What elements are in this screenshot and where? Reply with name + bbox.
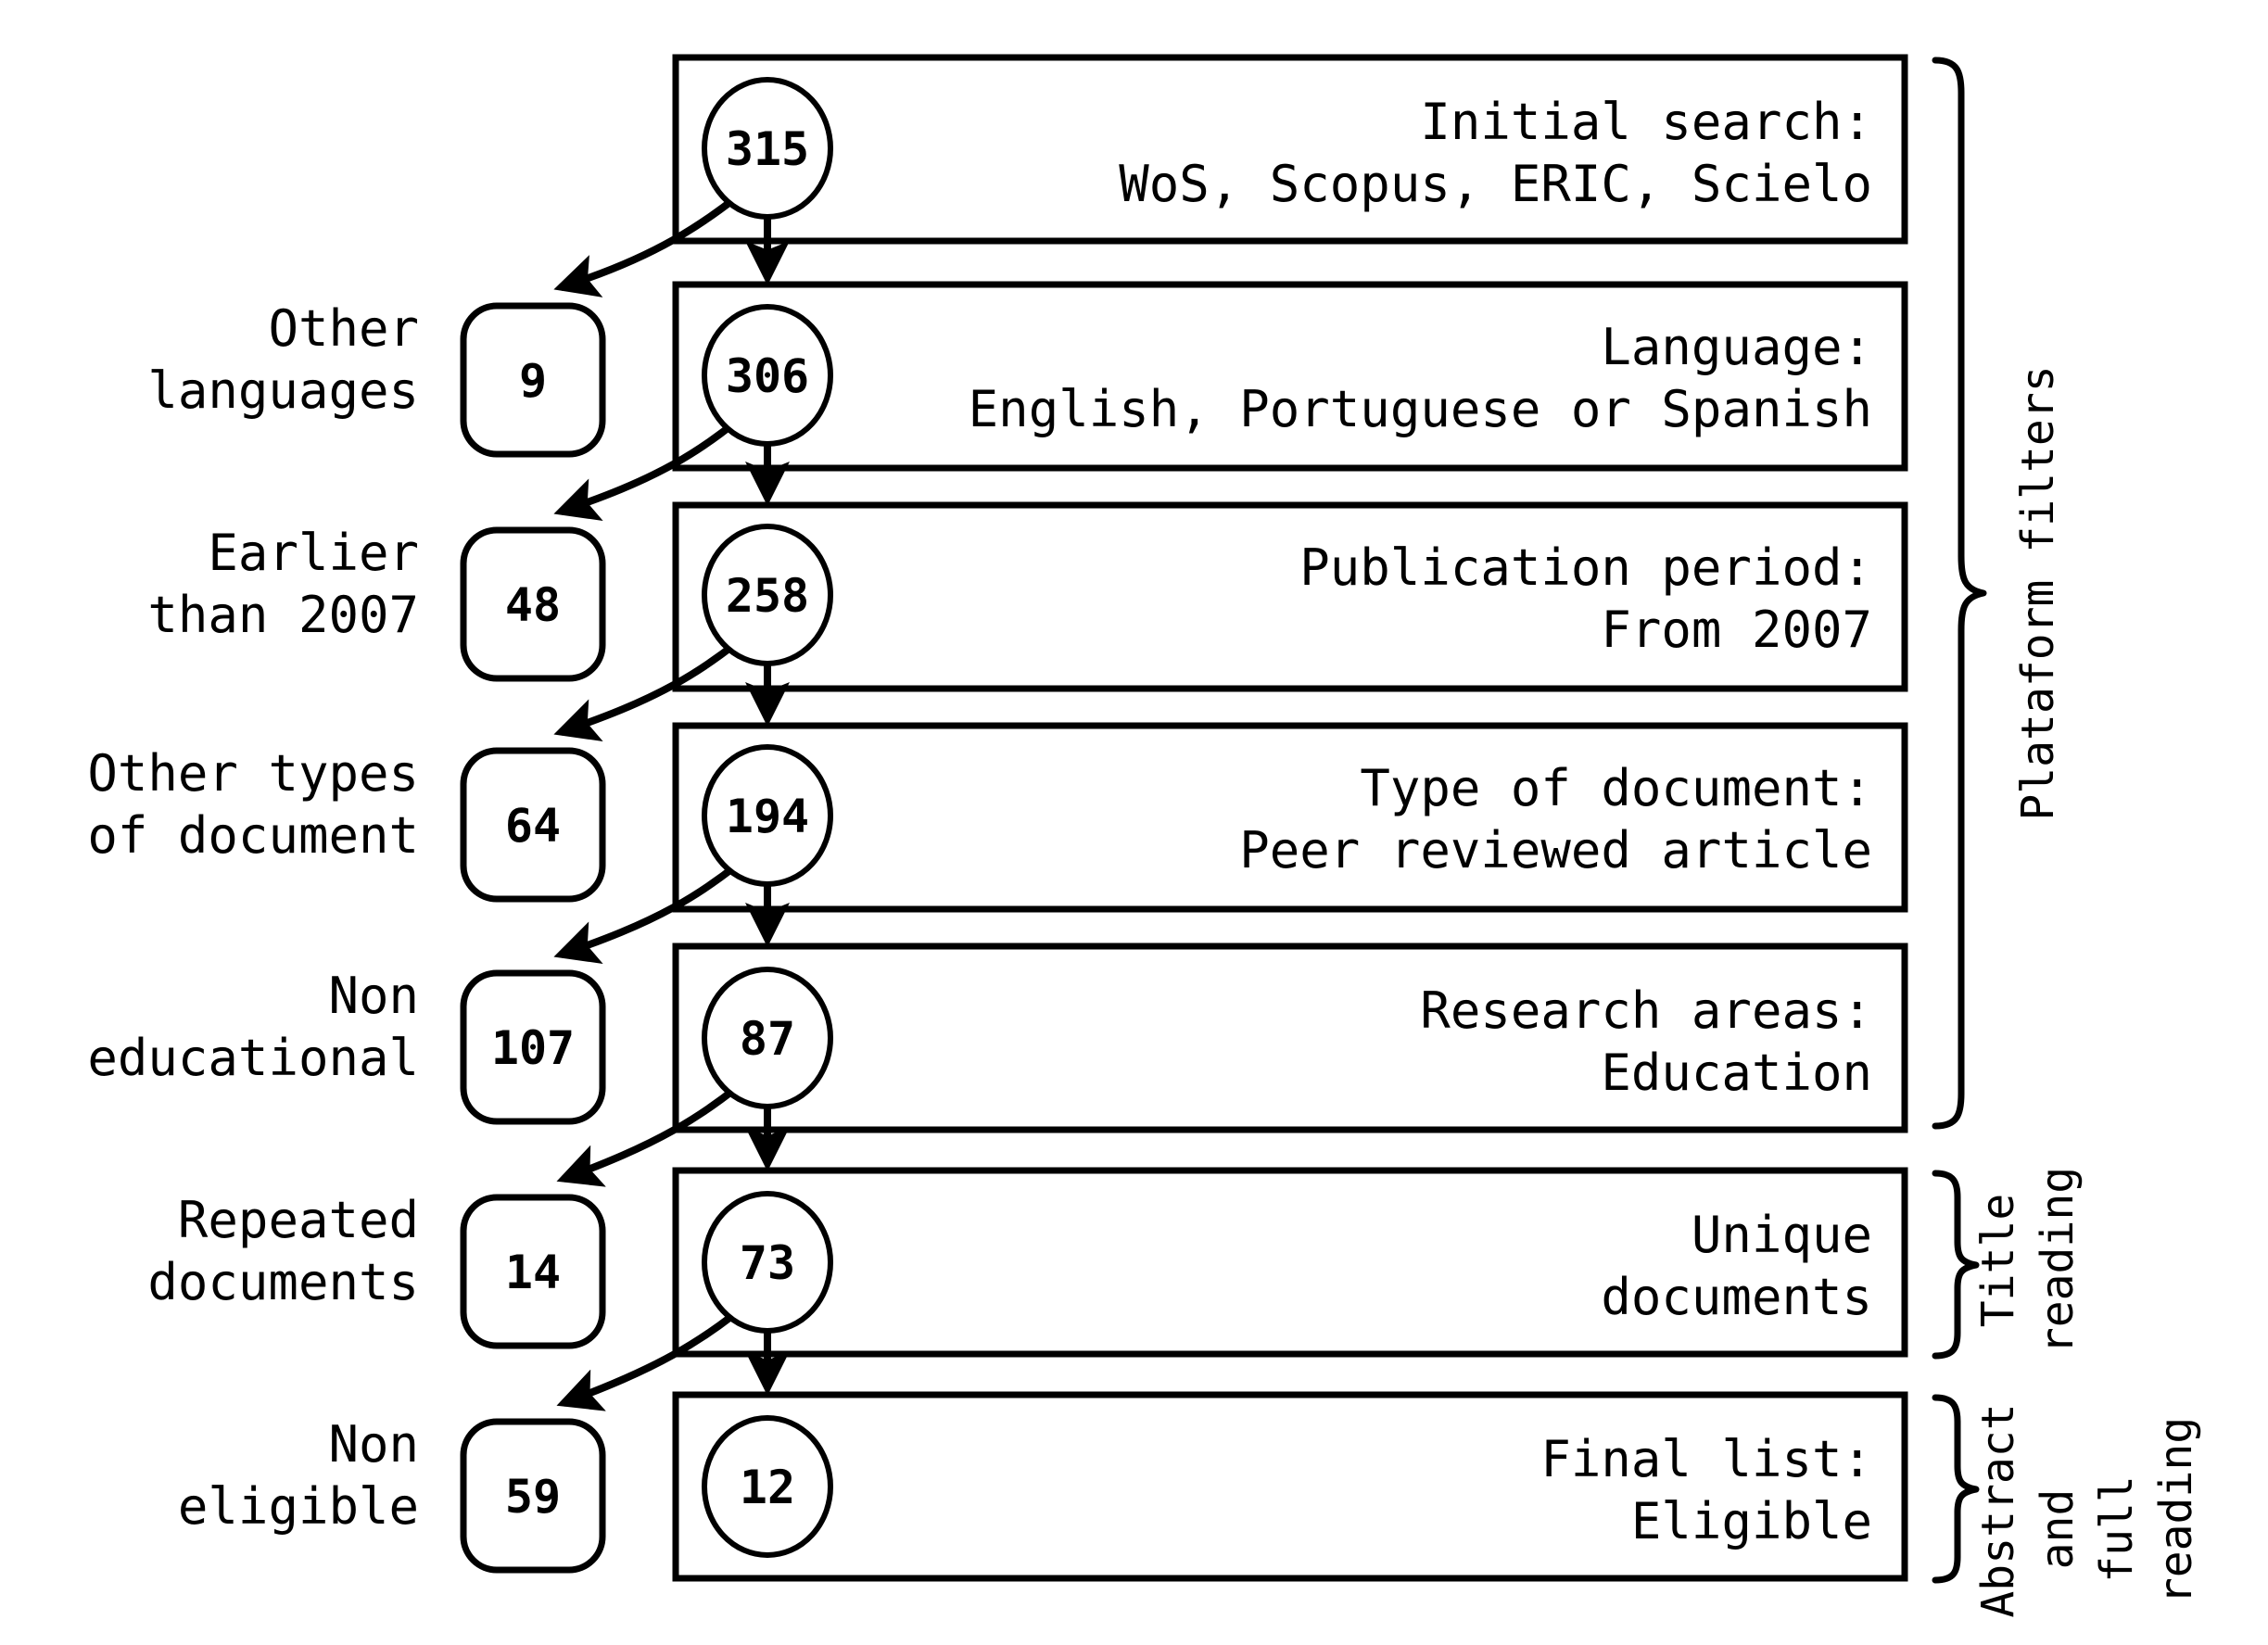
exclusion-node-non-eligible[interactable]	[460, 1418, 606, 1574]
exclusion-node-other-types-of-document[interactable]	[460, 747, 606, 903]
count-circle-type-of-document[interactable]	[702, 744, 833, 887]
count-circle-initial-search[interactable]	[702, 77, 833, 220]
stage-box-type-of-document[interactable]	[672, 722, 1908, 913]
exclusion-count-earlier-than-2007: 48	[505, 578, 561, 632]
stage-text-initial-search-line2: WoS, Scopus, ERIC, Scielo	[1119, 155, 1872, 213]
stage-text-research-areas-line2: Education	[1601, 1044, 1872, 1102]
stage-text-language-line2: English, Portuguese or Spanish	[969, 380, 1872, 438]
phase-label-text-full: full	[2091, 1475, 2143, 1583]
exclusion-label-other-types-of-document-line2: of document	[87, 806, 419, 865]
phase-label-abstract-and-full-reading: Abstract and full reading	[1972, 1403, 2202, 1617]
exclusion-label-non-eligible-line2: eligible	[178, 1477, 419, 1536]
stage-text-language-line1: Language:	[1601, 318, 1872, 376]
exclusion-label-other-languages-line2: languages	[147, 361, 419, 420]
count-label-initial-search: 315	[726, 122, 809, 176]
phase-label-title-reading: Title reading	[1972, 1167, 2084, 1354]
stage-boxes	[672, 54, 1908, 1582]
exclusion-label-earlier-than-2007-line1: Earlier	[208, 524, 419, 582]
exclusion-count-other-types-of-document: 64	[505, 799, 561, 853]
count-labels: 315 306 258 194 87 73 12	[726, 122, 809, 1514]
phase-label-text-plataform-filters: Plataform filters	[2012, 365, 2064, 820]
stage-text-publication-period-line2: From 2007	[1601, 601, 1872, 659]
count-label-unique-documents: 73	[740, 1236, 795, 1290]
exclusion-count-non-eligible: 59	[505, 1470, 561, 1524]
stage-text-type-of-document-line2: Peer reviewed article	[1239, 821, 1872, 879]
stage-text-final-list-line1: Final list:	[1540, 1430, 1872, 1488]
exclusion-text-labels: Other languages Earlier than 2007 Other …	[87, 299, 419, 1536]
exclusion-node-other-languages[interactable]	[460, 302, 606, 458]
stage-box-publication-period[interactable]	[672, 501, 1908, 692]
stage-text-publication-period-line1: Publication period:	[1299, 538, 1872, 597]
brace-abstract-and-full-reading	[1932, 1394, 1980, 1584]
stage-text-initial-search-line1: Initial search:	[1420, 93, 1872, 151]
count-label-publication-period: 258	[726, 569, 809, 623]
phase-label-text-and: and	[2032, 1489, 2084, 1570]
phase-label-plataform-filters: Plataform filters	[2012, 365, 2064, 820]
brace-plataform-filters	[1932, 57, 1987, 1130]
phase-braces	[1932, 57, 1987, 1584]
exclusion-label-other-types-of-document-line1: Other types	[87, 744, 419, 803]
stage-box-texts: Initial search: WoS, Scopus, ERIC, Sciel…	[969, 93, 1872, 1550]
count-circle-language[interactable]	[702, 304, 833, 447]
count-label-final-list: 12	[740, 1461, 795, 1514]
phase-label-text-reading: reading	[2150, 1417, 2202, 1604]
exclusion-nodes	[460, 302, 606, 1574]
exclusion-label-non-educational-line1: Non	[328, 967, 419, 1025]
count-label-research-areas: 87	[740, 1012, 795, 1066]
exclusion-label-repeated-documents-line2: documents	[147, 1253, 419, 1311]
phase-label-text-abstract: Abstract	[1972, 1403, 2024, 1617]
stage-text-research-areas-line1: Research areas:	[1420, 981, 1872, 1040]
phase-label-text-title-reading-line1: Title	[1972, 1194, 2024, 1328]
exclusion-label-other-languages-line1: Other	[268, 299, 419, 358]
stage-box-language[interactable]	[672, 281, 1908, 472]
exclusion-label-repeated-documents-line1: Repeated	[178, 1191, 419, 1249]
count-circle-publication-period[interactable]	[702, 524, 833, 666]
stage-box-unique-documents[interactable]	[672, 1167, 1908, 1358]
exclusion-count-other-languages: 9	[519, 354, 547, 408]
exclusion-label-non-eligible-line1: Non	[328, 1415, 419, 1474]
phase-label-text-title-reading-line2: reading	[2032, 1167, 2084, 1354]
count-label-language: 306	[726, 349, 809, 403]
stage-text-type-of-document-line1: Type of document:	[1360, 759, 1872, 817]
count-circle-research-areas[interactable]	[702, 967, 833, 1109]
stage-text-unique-documents-line2: documents	[1601, 1268, 1872, 1326]
stage-box-research-areas[interactable]	[672, 943, 1908, 1133]
exclusion-node-earlier-than-2007[interactable]	[460, 526, 606, 682]
exclusion-count-labels: 9 48 64 107 14 59	[491, 354, 575, 1524]
exclusion-count-repeated-documents: 14	[505, 1246, 561, 1299]
brace-title-reading	[1932, 1170, 1980, 1360]
exclusion-node-non-educational[interactable]	[460, 969, 606, 1125]
count-circles	[702, 77, 833, 1558]
exclusion-label-non-educational-line2: educational	[87, 1029, 419, 1087]
count-label-type-of-document: 194	[726, 790, 809, 843]
stage-box-initial-search[interactable]	[672, 54, 1908, 245]
stage-text-unique-documents-line1: Unique	[1691, 1206, 1872, 1264]
stage-text-final-list-line2: Eligible	[1631, 1492, 1872, 1550]
exclusion-count-non-educational: 107	[491, 1021, 575, 1075]
exclusion-label-earlier-than-2007-line2: than 2007	[147, 586, 419, 644]
exclusion-node-repeated-documents[interactable]	[460, 1194, 606, 1349]
stage-box-final-list[interactable]	[672, 1391, 1908, 1582]
count-circle-unique-documents[interactable]	[702, 1191, 833, 1334]
count-circle-final-list[interactable]	[702, 1415, 833, 1558]
